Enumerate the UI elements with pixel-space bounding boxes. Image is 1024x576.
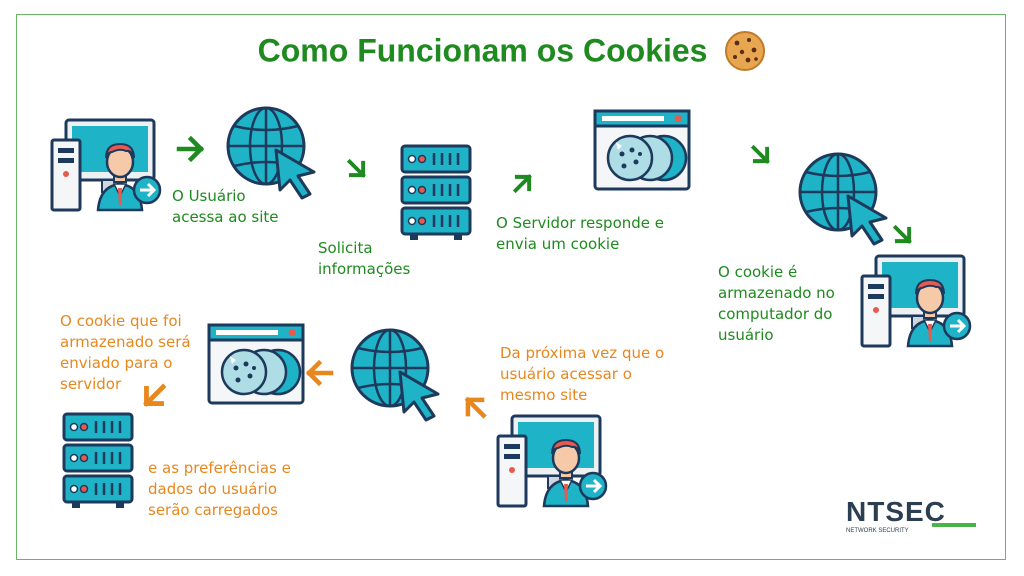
label-user-access: O Usuário acessa ao site xyxy=(172,186,279,228)
label-cookie-sent: O cookie que foi armazenado será enviado… xyxy=(60,311,191,395)
browser-cookie-icon xyxy=(206,322,306,406)
label-line: Solicita xyxy=(318,239,373,257)
label-line: acessa ao site xyxy=(172,208,279,226)
label-line: serão carregados xyxy=(148,501,278,519)
label-server-responds: O Servidor responde e envia um cookie xyxy=(496,213,664,255)
label-line: computador do xyxy=(718,305,833,323)
label-line: O Servidor responde e xyxy=(496,214,665,232)
globe-cursor-icon xyxy=(344,322,444,422)
label-line: usuário acessar o xyxy=(500,365,632,383)
label-preferences: e as preferências e dados do usuário ser… xyxy=(148,458,291,521)
label-line: e as preferências e xyxy=(148,459,291,477)
browser-cookie-icon xyxy=(592,108,692,192)
label-line: dados do usuário xyxy=(148,480,277,498)
label-line: envia um cookie xyxy=(496,235,620,253)
globe-cursor-icon xyxy=(220,100,320,200)
ntsec-logo: NTSEC NETWORK SECURITY xyxy=(846,496,976,534)
label-line: O cookie é xyxy=(718,263,798,281)
arrow-left-icon xyxy=(304,358,334,388)
computer-user-icon xyxy=(496,414,616,509)
logo-name: NTSEC xyxy=(846,496,946,527)
arrow-right-icon xyxy=(176,134,206,164)
label-request: Solicita informações xyxy=(318,238,410,280)
logo-tagline: NETWORK SECURITY xyxy=(846,528,909,534)
page-title: Como Funcionam os Cookies xyxy=(0,30,1024,72)
server-icon xyxy=(58,410,138,510)
cookie-emoji-icon xyxy=(725,31,766,71)
label-line: armazenado no xyxy=(718,284,835,302)
label-line: usuário xyxy=(718,326,774,344)
label-line: Da próxima vez que o xyxy=(500,344,665,362)
label-line: O Usuário xyxy=(172,187,246,205)
label-line: O cookie que foi xyxy=(60,312,182,330)
computer-user-icon xyxy=(50,118,170,213)
globe-cursor-icon xyxy=(792,146,892,246)
frame-border xyxy=(16,14,1006,560)
label-line: enviado para o xyxy=(60,354,173,372)
label-line: armazenado será xyxy=(60,333,191,351)
label-next-visit: Da próxima vez que o usuário acessar o m… xyxy=(500,343,664,406)
computer-user-icon xyxy=(860,254,980,349)
server-icon xyxy=(396,142,476,242)
label-cookie-stored: O cookie é armazenado no computador do u… xyxy=(718,262,835,346)
label-line: servidor xyxy=(60,375,122,393)
title-text: Como Funcionam os Cookies xyxy=(257,32,708,69)
label-line: mesmo site xyxy=(500,386,588,404)
label-line: informações xyxy=(318,260,411,278)
